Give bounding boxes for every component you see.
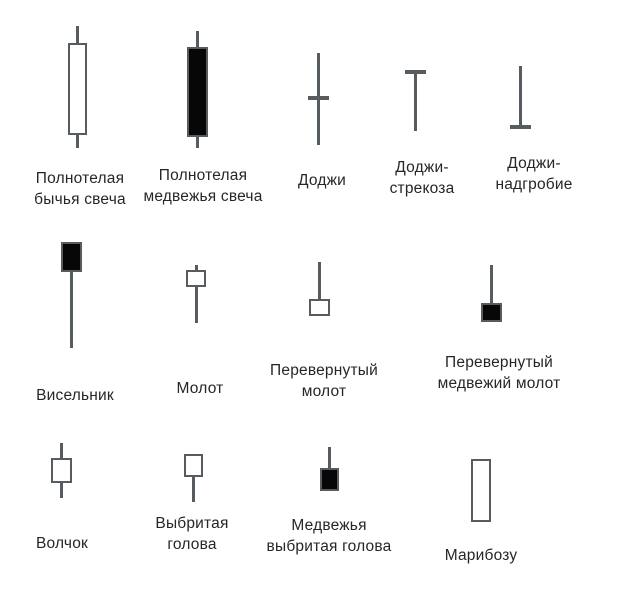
doji-label: Доджи — [212, 170, 432, 191]
spinning-top-wick — [60, 443, 63, 459]
hanging-man-label: Висельник — [0, 385, 185, 406]
dragonfly-doji-open-close-bar — [405, 70, 426, 74]
gravestone-doji-open-close-bar — [510, 125, 531, 129]
inverted-hammer-wick — [318, 262, 321, 300]
hammer-wick — [194, 286, 198, 323]
shaved-head-label-line: голова — [167, 536, 217, 553]
inverted-bearish-hammer-label: Перевернутый медвежий молот — [389, 352, 609, 394]
inverted-bearish-hammer-label-line: медвежий молот — [437, 375, 561, 392]
doji-open-close-bar — [308, 96, 329, 100]
dragonfly-doji-label-line: стрекоза — [389, 180, 455, 197]
dragonfly-doji-wick — [414, 72, 417, 131]
shaved-head-label: Выбритая голова — [82, 513, 302, 555]
inverted-hammer-label-line: молот — [301, 383, 347, 400]
dragonfly-doji-label-line: Доджи- — [395, 159, 449, 176]
gravestone-doji-label-line: надгробие — [495, 176, 573, 193]
spinning-top-body — [51, 458, 72, 483]
bearish-shaved-head-label-line: выбритая голова — [266, 538, 392, 555]
marubozu-label: Марибозу — [371, 545, 591, 566]
full-bodied-bullish-candle-body — [68, 43, 87, 135]
dragonfly-doji-label: Доджи-стрекоза — [312, 157, 532, 199]
full-bodied-bearish-candle-wick — [196, 31, 199, 49]
gravestone-doji-label: Доджи-надгробие — [424, 153, 640, 195]
full-bodied-bullish-candle-label-line: Полнотелая — [35, 170, 125, 187]
hammer-label: Молот — [90, 378, 310, 399]
full-bodied-bearish-candle-label: Полнотелая медвежья свеча — [93, 165, 313, 207]
hanging-man-wick — [70, 270, 73, 348]
doji-label-line: Доджи — [297, 172, 347, 189]
full-bodied-bullish-candle-label: Полнотелая бычья свеча — [0, 168, 190, 210]
spinning-top-wick — [60, 482, 63, 498]
gravestone-doji-wick — [518, 66, 522, 126]
full-bodied-bearish-candle-wick — [196, 135, 199, 148]
marubozu-body — [471, 459, 491, 522]
full-bodied-bullish-candle-wick — [76, 26, 79, 45]
inverted-hammer-body — [309, 299, 330, 316]
hanging-man-body — [61, 242, 82, 272]
marubozu-label-line: Марибозу — [444, 547, 518, 564]
shaved-head-wick — [192, 476, 195, 502]
full-bodied-bullish-candle-wick — [76, 133, 79, 148]
inverted-hammer-label-line: Перевернутый — [270, 362, 378, 379]
hammer-body — [186, 270, 206, 287]
gravestone-doji-label-line: Доджи- — [507, 155, 561, 172]
bearish-shaved-head-wick — [328, 447, 331, 469]
bearish-shaved-head-label: Медвежья выбритая голова — [219, 515, 439, 557]
bearish-shaved-head-body — [320, 468, 339, 491]
spinning-top-label-line: Волчок — [36, 535, 88, 552]
hanging-man-label-line: Висельник — [36, 387, 114, 404]
inverted-hammer-label: Перевернутый молот — [214, 360, 434, 402]
full-bodied-bearish-candle-label-line: медвежья свеча — [143, 188, 263, 205]
full-bodied-bullish-candle-label-line: бычья свеча — [34, 191, 126, 208]
full-bodied-bearish-candle-label-line: Полнотелая — [158, 167, 248, 184]
full-bodied-bearish-candle-body — [187, 47, 208, 137]
shaved-head-body — [184, 454, 203, 477]
inverted-bearish-hammer-body — [481, 303, 502, 322]
hammer-label-line: Молот — [176, 380, 224, 397]
inverted-bearish-hammer-wick — [490, 265, 493, 304]
shaved-head-label-line: Выбритая — [155, 515, 229, 532]
inverted-bearish-hammer-label-line: Перевернутый — [445, 354, 553, 371]
spinning-top-label: Волчок — [0, 533, 172, 554]
bearish-shaved-head-label-line: Медвежья — [291, 517, 367, 534]
hammer-wick — [194, 265, 198, 271]
